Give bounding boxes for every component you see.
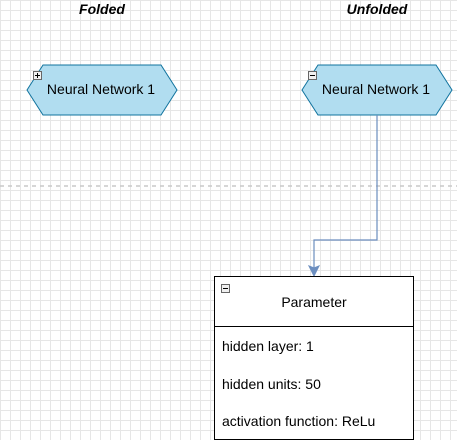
folded-node-shape[interactable] (26, 64, 178, 116)
parameter-row-hidden-units: hidden units: 50 (222, 376, 321, 392)
parameter-minus-icon[interactable] (221, 284, 230, 293)
parameter-row-hidden-layer: hidden layer: 1 (222, 338, 314, 354)
unfolded-node-shape[interactable] (301, 64, 453, 116)
heading-unfolded: Unfolded (346, 1, 408, 17)
connector-arrowhead (307, 265, 321, 278)
plus-icon[interactable] (33, 71, 42, 80)
parameter-box[interactable]: Parameter hidden layer: 1 hidden units: … (214, 276, 414, 440)
parameter-title: Parameter (215, 277, 413, 327)
connector-line[interactable] (313, 115, 378, 268)
heading-folded: Folded (79, 1, 125, 17)
folded-node-label: Neural Network 1 (46, 81, 156, 97)
parameter-row-activation-function: activation function: ReLu (222, 413, 376, 429)
unfolded-node-label: Neural Network 1 (321, 81, 431, 97)
minus-icon[interactable] (308, 71, 317, 80)
